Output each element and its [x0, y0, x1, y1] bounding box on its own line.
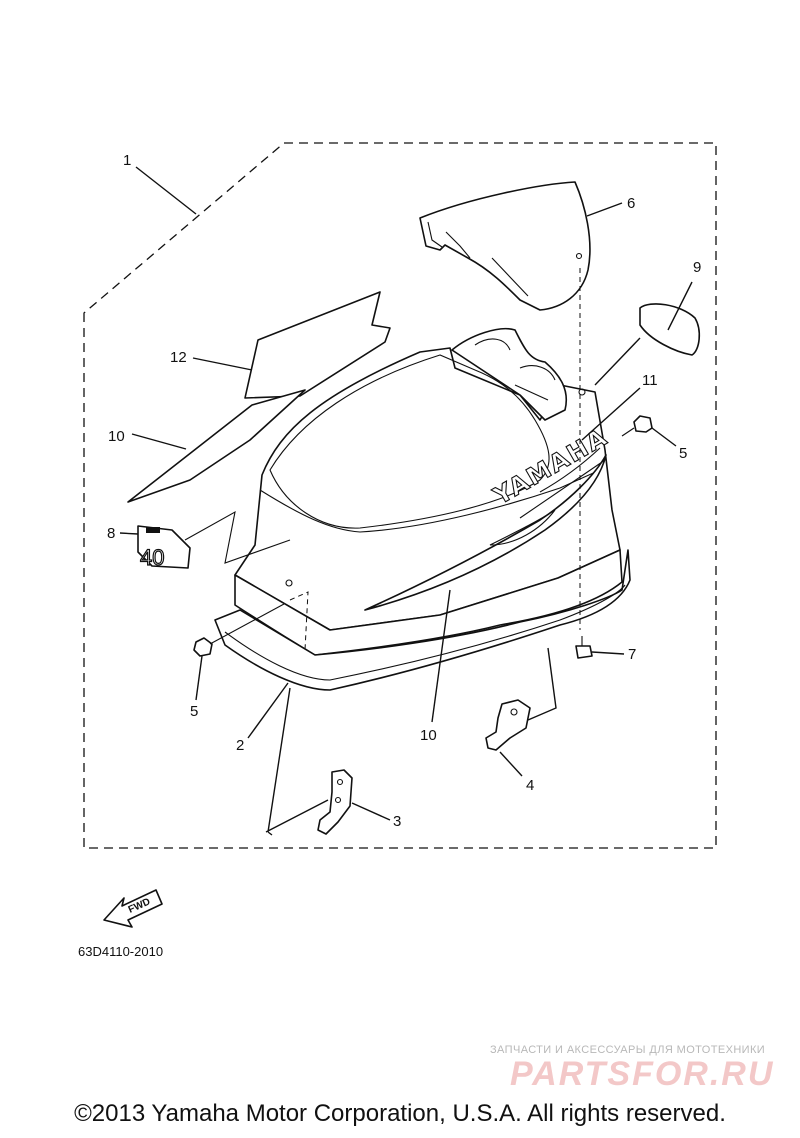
decal-pointer [184, 510, 291, 564]
callout-7: 7 [628, 646, 636, 663]
screw-5-left-shank [209, 603, 285, 645]
diagram-code: 63D4110-2010 [78, 944, 164, 959]
fwd-arrow-icon [103, 889, 163, 928]
leader-line-4 [499, 751, 523, 777]
screw-5-right-shank [621, 427, 635, 437]
callout-8: 8 [107, 525, 115, 542]
callout-4: 4 [526, 777, 534, 794]
top-cap-6 [419, 181, 591, 311]
cowling-hole [578, 388, 586, 396]
side-stripe-10 [127, 389, 306, 503]
leader-line-3 [351, 802, 391, 821]
callout-12: 12 [170, 349, 187, 366]
bracket-3-hole [336, 778, 344, 786]
side-stripe-12 [244, 291, 391, 399]
callout-10-left: 10 [108, 428, 125, 445]
cowling-swoosh-inner [489, 509, 556, 546]
leader-line-5-left [195, 655, 203, 701]
leader-line-10-left [131, 433, 187, 450]
screw-5-left [193, 637, 213, 657]
cowling-screw-hole [285, 579, 293, 587]
callout-11: 11 [642, 372, 658, 389]
assembly-boundary [83, 142, 717, 849]
callout-5-right: 5 [679, 445, 687, 462]
plug-9 [639, 303, 701, 356]
leader-line-12 [192, 357, 253, 371]
leader-line-11 [581, 387, 641, 441]
leader-line-6 [586, 202, 623, 217]
bracket-4 [485, 699, 531, 751]
intake-detail [474, 338, 556, 401]
decal-8 [137, 525, 191, 569]
leader-line-8 [119, 532, 139, 535]
leader-line-10-right [431, 589, 451, 723]
watermark-brand: PARTSFOR.RU [510, 1055, 775, 1093]
screw-5-right [633, 415, 653, 433]
callout-2: 2 [236, 737, 244, 754]
bracket-4-guide [527, 647, 557, 721]
cowling-top-surface [269, 354, 550, 529]
copyright-notice: ©2013 Yamaha Motor Corporation, U.S.A. A… [74, 1100, 726, 1127]
bracket-3 [317, 769, 353, 835]
bracket-3-hole-2 [334, 796, 342, 804]
bracket-3-guide [265, 687, 329, 836]
callout-9: 9 [693, 259, 701, 276]
screw-guide [289, 591, 309, 651]
leader-line-9b [594, 337, 641, 386]
leader-line-9 [667, 281, 693, 331]
leader-line-1 [135, 166, 197, 215]
air-intake [451, 327, 567, 421]
grommet-7 [575, 645, 593, 659]
callout-6: 6 [627, 195, 635, 212]
callout-5-left: 5 [190, 703, 198, 720]
leader-line-5-right [651, 427, 677, 447]
callout-10-right: 10 [420, 727, 437, 744]
seal-2 [214, 549, 631, 691]
leader-line-2 [247, 682, 289, 739]
watermark-tagline: ЗАПЧАСТИ И АКСЕССУАРЫ ДЛЯ МОТОТЕХНИКИ [490, 1044, 766, 1056]
top-cap-inner [427, 221, 529, 297]
cowling-trim-11 [519, 447, 606, 519]
decal-badge [146, 527, 160, 533]
top-cap-hole [575, 252, 583, 260]
cowling-shoulder-line [259, 469, 601, 533]
callout-3: 3 [393, 813, 401, 830]
bracket-4-hole [510, 708, 518, 716]
leader-line-7 [591, 651, 625, 655]
callout-1: 1 [123, 152, 131, 169]
cowling-swoosh-10 [364, 454, 607, 611]
decal-40-text: 40 [140, 545, 164, 570]
